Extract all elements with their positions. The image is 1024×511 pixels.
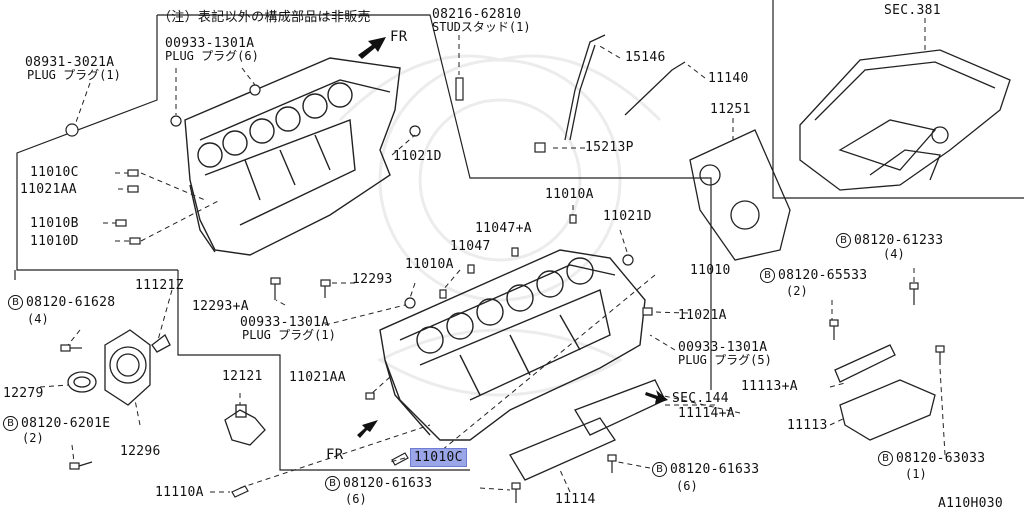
part-08931-sub: PLUG プラグ(1)	[27, 68, 121, 82]
bolt-qty: (4)	[883, 247, 905, 261]
bolt-code: 08120-63033	[896, 450, 986, 466]
part-12293[interactable]: 12293	[352, 272, 393, 287]
leader-lines	[39, 18, 946, 493]
part-11010a-top[interactable]: 11010A	[545, 187, 594, 202]
part-08931-3021a[interactable]: 08931-3021A	[25, 55, 115, 70]
part-15146[interactable]: 15146	[625, 50, 666, 65]
part-11021a[interactable]: 11021A	[678, 308, 727, 323]
note-not-sold: （注）表記以外の構成部品は非販売	[158, 10, 371, 25]
part-00933-right-sub: PLUG プラグ(5)	[678, 353, 772, 367]
bolt-code: 08120-6201E	[21, 415, 111, 431]
part-11010[interactable]: 11010	[690, 263, 731, 278]
bolt-qty: (2)	[22, 431, 44, 445]
bolt-shapes	[60, 77, 945, 503]
part-11021aa-low[interactable]: 11021AA	[289, 370, 346, 385]
highlighted-part-text[interactable]: 11010C	[410, 448, 467, 467]
bolt-08120-61628[interactable]: B 08120-61628	[8, 295, 115, 310]
part-00933-top-sub: PLUG プラグ(6)	[165, 49, 259, 63]
part-11021d-top[interactable]: 11021D	[393, 149, 442, 164]
bolt-qty: (2)	[786, 284, 808, 298]
part-12293a[interactable]: 12293+A	[192, 299, 249, 314]
part-11114a[interactable]: 11114+A	[678, 406, 735, 421]
part-11113[interactable]: 11113	[787, 418, 828, 433]
part-00933-mid-sub: PLUG プラグ(1)	[242, 328, 336, 342]
part-00933-mid[interactable]: 00933-1301A	[240, 315, 330, 330]
part-00933-right[interactable]: 00933-1301A	[678, 340, 768, 355]
part-15213p[interactable]: 15213P	[585, 140, 634, 155]
part-11114[interactable]: 11114	[555, 492, 596, 507]
part-11140[interactable]: 11140	[708, 71, 749, 86]
sec144-label[interactable]: SEC.144	[672, 391, 729, 406]
b-circle-icon: B	[325, 476, 340, 491]
watermark	[338, 54, 662, 397]
fr-label-bottom: FR	[326, 447, 344, 463]
b-circle-icon: B	[760, 268, 775, 283]
bolt-08120-61633-right[interactable]: B 08120-61633	[652, 462, 759, 477]
bolt-code: 08120-61633	[343, 475, 433, 491]
part-11251[interactable]: 11251	[710, 102, 751, 117]
part-11010c[interactable]: 11010C	[30, 165, 79, 180]
part-12121[interactable]: 12121	[222, 369, 263, 384]
part-12279[interactable]: 12279	[3, 386, 44, 401]
oil-pan	[799, 49, 1011, 191]
part-11021d-mid[interactable]: 11021D	[603, 209, 652, 224]
part-11047a[interactable]: 11047+A	[475, 221, 532, 236]
b-circle-icon: B	[836, 233, 851, 248]
part-11121z[interactable]: 11121Z	[135, 278, 184, 293]
lower-engine-block	[379, 249, 646, 441]
part-11110a[interactable]: 11110A	[155, 485, 204, 500]
gasket	[689, 129, 791, 261]
rear-oil-seal-housing	[67, 329, 171, 406]
b-circle-icon: B	[652, 462, 667, 477]
bolt-code: 08120-61633	[670, 461, 760, 477]
part-11047[interactable]: 11047	[450, 239, 491, 254]
fr-label-top: FR	[390, 29, 408, 45]
part-12296[interactable]: 12296	[120, 444, 161, 459]
dipstick	[564, 34, 686, 141]
part-08216-sub: STUDスタッド(1)	[432, 20, 531, 34]
direction-arrows	[357, 37, 668, 438]
b-circle-icon: B	[878, 451, 893, 466]
bolt-qty: (6)	[345, 492, 367, 506]
bolt-08120-63033[interactable]: B 08120-63033	[878, 451, 985, 466]
inset-sec-label[interactable]: SEC.381	[884, 3, 941, 18]
bolt-code: 08120-61233	[854, 232, 944, 248]
bolt-code: 08120-61628	[26, 294, 116, 310]
part-11010d[interactable]: 11010D	[30, 234, 79, 249]
bolt-qty: (6)	[676, 479, 698, 493]
b-circle-icon: B	[3, 416, 18, 431]
upper-engine-block	[184, 57, 401, 256]
part-11113a[interactable]: 11113+A	[741, 379, 798, 394]
frame-lines	[14, 0, 1024, 471]
part-08216-62810[interactable]: 08216-62810	[432, 7, 522, 22]
bolt-08120-61233[interactable]: B 08120-61233	[836, 233, 943, 248]
sensor-12121	[224, 404, 266, 446]
b-circle-icon: B	[8, 295, 23, 310]
bolt-qty: (1)	[905, 467, 927, 481]
bolt-code: 08120-65533	[778, 267, 868, 283]
bolt-08120-65533[interactable]: B 08120-65533	[760, 268, 867, 283]
highlighted-part-label[interactable]: 11010C	[410, 448, 467, 467]
bolt-qty: (4)	[27, 312, 49, 326]
part-11021aa[interactable]: 11021AA	[20, 182, 77, 197]
diagram-code: A110H030	[938, 496, 1004, 511]
part-11010b[interactable]: 11010B	[30, 216, 79, 231]
part-00933-top[interactable]: 00933-1301A	[165, 36, 255, 51]
part-11010a-mid[interactable]: 11010A	[405, 257, 454, 272]
bolt-08120-6201e[interactable]: B 08120-6201E	[3, 416, 110, 431]
bolt-08120-61633-bottom[interactable]: B 08120-61633	[325, 476, 432, 491]
